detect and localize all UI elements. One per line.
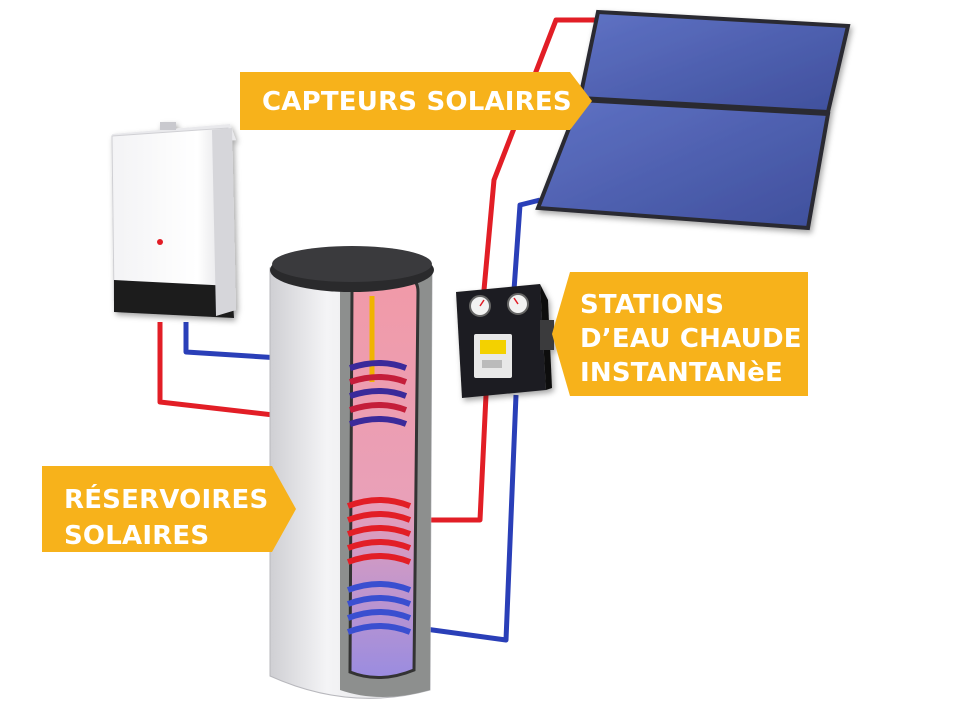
- solar-panel-top: [577, 9, 851, 115]
- label-reservoirs-line2: SOLAIRES: [64, 521, 210, 551]
- hot-water-station: [456, 284, 554, 398]
- wall-boiler: [111, 122, 236, 318]
- lower-heat-coil: [346, 497, 412, 565]
- label-reservoirs-line1: RÉSERVOIRES: [64, 485, 269, 515]
- callout-backgrounds: [42, 72, 808, 552]
- label-capteurs-text: CAPTEURS SOLAIRES: [262, 87, 572, 117]
- boiler-pipes: [157, 322, 283, 419]
- label-stations-line2: D’EAU CHAUDE: [580, 324, 802, 354]
- upper-heat-coil: [349, 360, 408, 427]
- solar-panel-bottom: [535, 97, 831, 231]
- label-stations-line3: INSTANTANèE: [580, 358, 783, 388]
- bottom-heat-coil: [346, 581, 412, 635]
- callout-capteurs-bg: [240, 72, 592, 130]
- station-tank-pipes: [417, 394, 519, 643]
- station-cold-pipe: [417, 394, 519, 643]
- boiler-logo-icon: [157, 239, 163, 245]
- solar-collectors: [535, 9, 851, 231]
- station-hot-pipe: [418, 394, 489, 523]
- label-capteurs-solaires: CAPTEURS SOLAIRES: [262, 86, 572, 118]
- solar-storage-tank: [269, 246, 434, 699]
- callout-stations-bg: [552, 272, 808, 396]
- boiler-hot-pipe: [157, 322, 283, 419]
- boiler-cold-pipe: [183, 322, 281, 361]
- label-reservoirs-solaires: RÉSERVOIRES SOLAIRES: [64, 482, 268, 554]
- label-stations-eau-chaude: STATIONS D’EAU CHAUDE INSTANTANèE: [580, 288, 802, 390]
- callout-reservoirs-bg: [42, 466, 296, 552]
- panel-cold-pipe: [511, 197, 541, 291]
- label-stations-line1: STATIONS: [580, 290, 725, 320]
